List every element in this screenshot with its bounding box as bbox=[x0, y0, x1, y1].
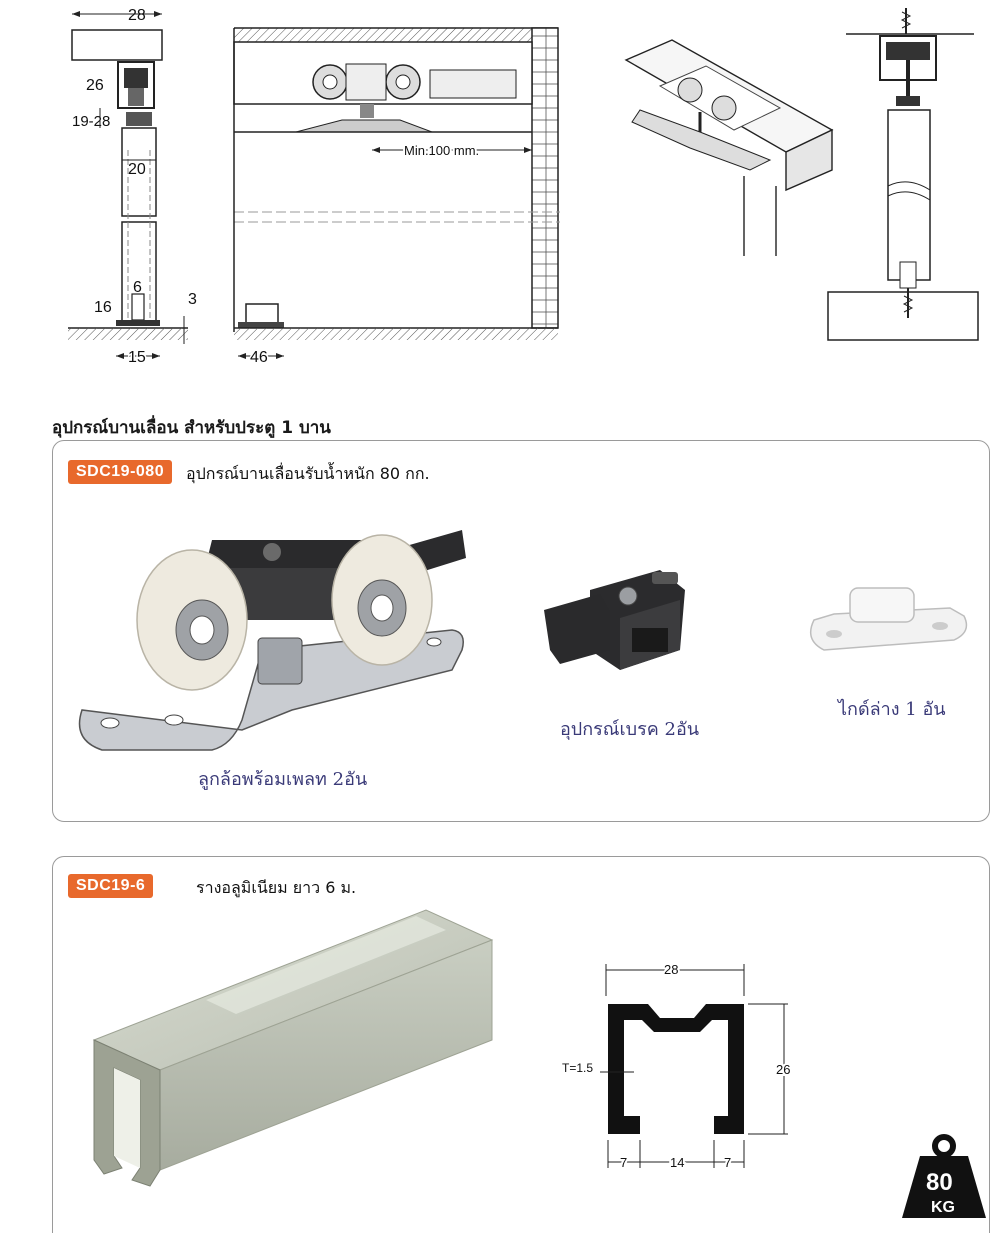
dim-gap: 19-28 bbox=[72, 113, 110, 130]
perspective-rail-view bbox=[624, 39, 834, 256]
brake-caption: อุปกรณ์เบรค 2อัน bbox=[560, 719, 700, 740]
dim-base-width: 15 bbox=[128, 349, 146, 366]
section-title: อุปกรณ์บานเลื่อน สำหรับประตู 1 บาน bbox=[52, 418, 331, 438]
dim-rail-height: 26 bbox=[86, 77, 104, 94]
guide-caption: ไกด์ล่าง 1 อัน bbox=[838, 699, 946, 720]
dim-guide-offset: 46 bbox=[250, 349, 268, 366]
weight-kg-icon: 80 KG bbox=[902, 1134, 986, 1218]
profile-height-label: 26 bbox=[776, 1062, 790, 1077]
weight-unit: KG bbox=[931, 1199, 955, 1216]
aluminium-rail-image bbox=[92, 909, 494, 1187]
front-elevation-view: Min.100 mm. 46 bbox=[233, 27, 560, 368]
profile-thickness-label: T=1.5 bbox=[562, 1061, 593, 1075]
roller-with-plate-image bbox=[78, 530, 466, 751]
roller-caption: ลูกล้อพร้อมเพลท 2อัน bbox=[198, 769, 368, 790]
dim-width-top: 28 bbox=[128, 7, 146, 24]
rail-product-description: รางอลูมิเนียม ยาว 6 ม. bbox=[196, 878, 357, 897]
dim-floor-gap: 3 bbox=[188, 291, 197, 308]
profile-width-label: 28 bbox=[664, 962, 678, 977]
bottom-guide-image bbox=[809, 587, 968, 651]
kit-product-description: อุปกรณ์บานเลื่อนรับน้ำหนัก 80 กก. bbox=[186, 464, 430, 483]
weight-value: 80 bbox=[926, 1169, 953, 1196]
kit-product-code-badge: SDC19-080 bbox=[68, 460, 173, 484]
dim-min-distance: Min.100 mm. bbox=[404, 143, 479, 158]
profile-bottom-left-label: 7 bbox=[620, 1155, 627, 1170]
dim-door-thickness: 20 bbox=[128, 161, 146, 178]
rail-product-code-badge: SDC19-6 bbox=[68, 874, 154, 898]
rail-profile-drawing: 28 T=1.5 26 7 14 7 bbox=[562, 960, 792, 1172]
profile-bottom-gap-label: 14 bbox=[670, 1155, 684, 1170]
brake-device-image bbox=[544, 570, 685, 670]
dim-guide-height: 16 bbox=[94, 299, 112, 316]
side-section-view: 28 26 19-28 20 6 16 3 15 bbox=[68, 7, 197, 368]
profile-bottom-right-label: 7 bbox=[724, 1155, 731, 1170]
technical-drawings: 28 26 19-28 20 6 16 3 15 Min bbox=[68, 7, 979, 368]
dim-guide-width: 6 bbox=[133, 279, 142, 296]
vertical-section-view bbox=[827, 8, 979, 341]
